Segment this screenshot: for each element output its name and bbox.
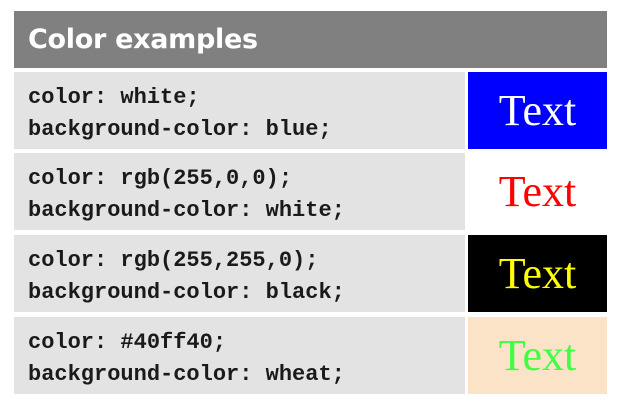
sample-cell: Text [468,235,607,312]
code-line-background: background-color: blue; [28,117,332,142]
example-row: color: rgb(255,255,0); background-color:… [14,235,607,312]
example-row: color: #40ff40; background-color: wheat;… [14,317,607,394]
sample-text: Text [498,85,577,135]
code-cell: color: rgb(255,0,0); background-color: w… [14,153,465,230]
code-line-background: background-color: black; [28,280,345,305]
code-cell: color: white; background-color: blue; [14,72,465,149]
page-title: Color examples [28,24,258,55]
sample-text: Text [498,330,577,380]
code-line-color: color: #40ff40; [28,330,227,355]
title-bar: Color examples [14,11,607,68]
sample-text: Text [498,166,577,216]
sample-cell: Text [468,72,607,149]
code-line-background: background-color: white; [28,198,345,223]
code-line-color: color: rgb(255,255,0); [28,248,319,273]
code-line-background: background-color: wheat; [28,362,345,387]
sample-cell: Text [468,317,607,394]
sample-cell: Text [468,153,607,230]
sample-text: Text [498,248,577,298]
code-line-color: color: rgb(255,0,0); [28,166,293,191]
code-cell: color: #40ff40; background-color: wheat; [14,317,465,394]
code-line-color: color: white; [28,85,200,110]
example-row: color: white; background-color: blue; Te… [14,72,607,149]
example-row: color: rgb(255,0,0); background-color: w… [14,153,607,230]
code-cell: color: rgb(255,255,0); background-color:… [14,235,465,312]
